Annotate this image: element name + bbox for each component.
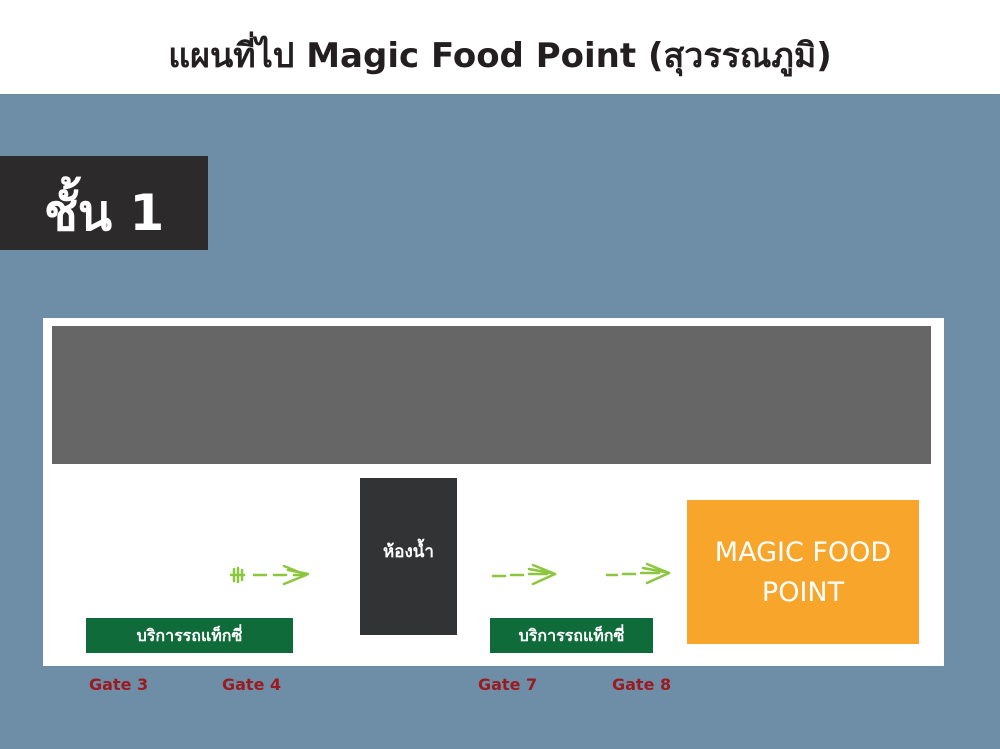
header: แผนที่ไป Magic Food Point (สุวรรณภูมิ) bbox=[0, 0, 1000, 94]
gate-3-label: Gate 3 bbox=[89, 675, 149, 694]
floor-badge: ชั้น 1 bbox=[0, 156, 208, 250]
taxi-service-2: บริการรถแท็กซี่ bbox=[490, 618, 653, 653]
floor-plan: ห้องน้ำ บริการรถแท็กซี่ บริการรถแท็กซี่ … bbox=[43, 318, 944, 666]
restroom-label: ห้องน้ำ bbox=[383, 542, 434, 562]
floor-label: ชั้น 1 bbox=[44, 184, 165, 242]
gate-4-label: Gate 4 bbox=[222, 675, 282, 694]
direction-arrow-icon bbox=[491, 563, 557, 586]
terminal-block bbox=[52, 326, 931, 464]
magic-food-point: MAGIC FOOD POINT bbox=[687, 500, 919, 644]
restroom: ห้องน้ำ bbox=[360, 478, 457, 635]
direction-arrow-icon bbox=[229, 564, 310, 586]
destination-label: MAGIC FOOD POINT bbox=[714, 537, 892, 608]
gate-8-label: Gate 8 bbox=[612, 675, 672, 694]
taxi-service-1: บริการรถแท็กซี่ bbox=[86, 618, 293, 653]
page-title: แผนที่ไป Magic Food Point (สุวรรณภูมิ) bbox=[168, 36, 832, 76]
gate-7-label: Gate 7 bbox=[478, 675, 538, 694]
direction-arrow-icon bbox=[605, 562, 671, 585]
